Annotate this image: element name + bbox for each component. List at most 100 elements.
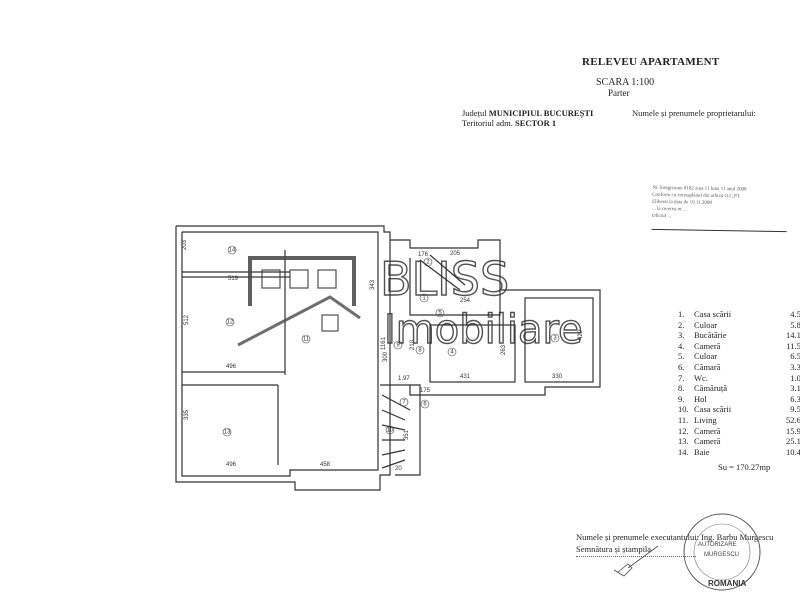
dimension-label: 175 bbox=[420, 388, 431, 394]
room-area: 11.56mp bbox=[786, 340, 800, 351]
dimension-label: 210 bbox=[410, 339, 416, 350]
dimension-label: 20 bbox=[395, 466, 402, 472]
logo-window bbox=[321, 314, 339, 332]
logo-window bbox=[289, 269, 309, 289]
dimension-label: 431 bbox=[460, 374, 471, 380]
room-area: 52.67mp bbox=[786, 414, 800, 425]
room-name: Cameră bbox=[694, 340, 721, 351]
room-marker-number: 8 bbox=[418, 348, 422, 354]
room-name: Culoar bbox=[694, 351, 718, 362]
executant-label: Numele și prenumele executantului: Ing. … bbox=[576, 532, 774, 542]
room-number: 5. bbox=[678, 351, 685, 362]
room-area: 4.58mp bbox=[790, 309, 800, 319]
room-number: 7. bbox=[678, 372, 685, 383]
room-marker-number: 10 bbox=[387, 428, 394, 434]
room-marker-number: 11 bbox=[303, 337, 310, 343]
dimension-label: 420 bbox=[578, 329, 584, 340]
room-marker: 12 bbox=[225, 317, 235, 327]
room-marker-number: 9 bbox=[396, 343, 400, 349]
dimension-label: 300 bbox=[383, 351, 389, 362]
county-line: Județul MUNICIPIUL BUCUREȘTI bbox=[462, 108, 593, 118]
room-marker: 5 bbox=[435, 308, 445, 318]
territory-value: SECTOR 1 bbox=[515, 118, 557, 128]
dimension-label: 263 bbox=[501, 344, 507, 355]
seal-country: ROMANIA bbox=[708, 579, 746, 588]
room-area: 3.34mp bbox=[790, 361, 800, 372]
room-area: 3.16mp bbox=[790, 383, 800, 394]
room-name: Cameră bbox=[694, 425, 721, 436]
room-area: 10.45mp bbox=[786, 446, 800, 457]
room-marker-number: 6 bbox=[423, 402, 427, 408]
logo-roof-bar bbox=[248, 256, 356, 260]
room-marker: 13 bbox=[222, 427, 232, 437]
room-marker-number: 3 bbox=[553, 336, 557, 342]
dimension-label: 343 bbox=[370, 279, 376, 290]
room-marker-number: 12 bbox=[227, 320, 234, 326]
county-label: Județul bbox=[462, 108, 487, 118]
dimension-label: 458 bbox=[320, 462, 331, 468]
legend-row: 7.Wc.1.00mp bbox=[678, 373, 800, 384]
room-name: Casa scării bbox=[694, 404, 732, 415]
room-number: 3. bbox=[678, 330, 685, 341]
room-name: Casa scării bbox=[694, 309, 732, 319]
room-name: Cameră bbox=[694, 436, 721, 447]
dimension-label: 351 bbox=[404, 429, 410, 440]
room-area: 14.19mp bbox=[786, 330, 800, 341]
watermark-text-imobiliare: Imobiliare bbox=[384, 307, 583, 353]
room-name: Hol bbox=[694, 393, 707, 404]
scale-label: SCARA 1:100 bbox=[596, 77, 655, 88]
room-number: 8. bbox=[678, 383, 685, 394]
logo-right-bar bbox=[352, 256, 356, 306]
room-marker: 8 bbox=[415, 345, 425, 355]
signature-line bbox=[576, 556, 696, 557]
room-number: 14. bbox=[678, 446, 689, 457]
room-marker: 7 bbox=[399, 397, 409, 407]
room-area: 15.93mp bbox=[786, 425, 800, 436]
room-marker-number: 7 bbox=[402, 400, 406, 406]
seal-text-2: MURGESCU bbox=[704, 552, 739, 558]
room-area: 6.30mp bbox=[790, 393, 800, 404]
room-area: 25.18mp bbox=[786, 436, 800, 447]
room-marker: 3 bbox=[550, 333, 560, 343]
room-marker: 6 bbox=[420, 399, 430, 409]
room-legend: 1.Casa scării4.58mp2.Culoar5.89mp3.Bucăt… bbox=[678, 309, 800, 457]
dimension-label: 1.97 bbox=[398, 376, 410, 382]
room-name: Baie bbox=[694, 446, 710, 457]
room-name: Cămăruță bbox=[694, 383, 728, 394]
legend-row: 12. Cameră 15.93mp bbox=[678, 426, 800, 437]
logo-window bbox=[317, 269, 337, 289]
county-value: MUNICIPIUL BUCUREȘTI bbox=[488, 108, 594, 118]
room-marker-number: 14 bbox=[229, 248, 236, 254]
room-marker-number: 4 bbox=[450, 350, 454, 356]
room-number: 6. bbox=[678, 361, 685, 372]
logo-left-bar bbox=[248, 256, 252, 306]
room-marker: 10 bbox=[385, 425, 395, 435]
room-number: 12. bbox=[678, 425, 689, 436]
room-marker: 9 bbox=[393, 340, 403, 350]
room-area: 9.52mp bbox=[790, 404, 800, 415]
room-number: 10. bbox=[678, 404, 689, 415]
total-area: Su = 170.27mp bbox=[718, 462, 771, 472]
dimension-label: 496 bbox=[226, 462, 237, 468]
dimension-label: 496 bbox=[226, 364, 237, 370]
document-title: RELEVEU APARTAMENT bbox=[582, 56, 720, 68]
authorization-seal: AUTORIZARE MURGESCU ROMANIA bbox=[613, 513, 761, 591]
room-marker-number: 5 bbox=[438, 311, 442, 317]
room-number: 2. bbox=[678, 319, 685, 330]
room-name: Wc. bbox=[694, 372, 708, 383]
legend-row: 10. Casa scării 9.52mp bbox=[678, 404, 800, 415]
logo-roof-line bbox=[237, 295, 361, 347]
territory-label: Teritoriul adm. bbox=[462, 118, 513, 128]
level-label: Parter bbox=[608, 88, 630, 98]
room-area: 6.50mp bbox=[790, 351, 800, 362]
dimension-label: 176 bbox=[418, 252, 429, 258]
dimension-label: 254 bbox=[460, 298, 471, 304]
dimension-label: 203 bbox=[182, 239, 188, 250]
